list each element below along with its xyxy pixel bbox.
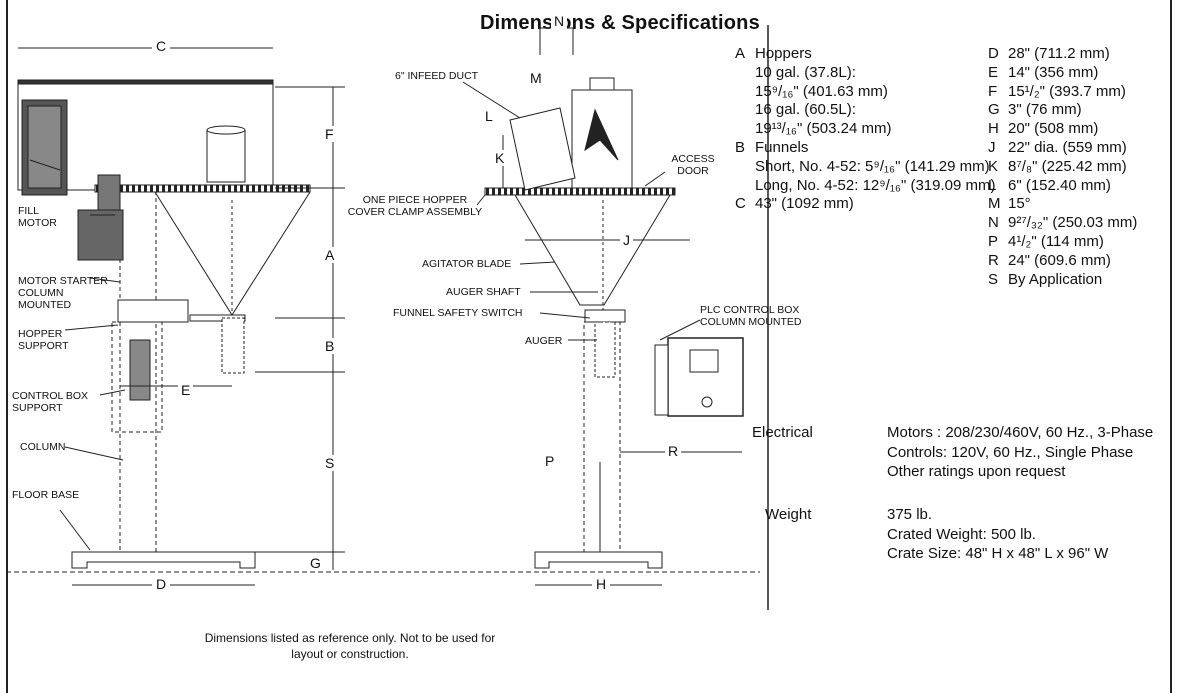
spec-row: 15⁹/₁₆" (401.63 mm): [755, 82, 888, 100]
callout-column: COLUMN: [20, 441, 66, 453]
dim-g: G: [310, 555, 321, 571]
callout-fill-motor: FILL MOTOR: [18, 205, 57, 229]
dim-j: J: [620, 232, 633, 248]
callout-hopper-support: HOPPER SUPPORT: [18, 328, 69, 352]
callout-infeed-duct: 6" INFEED DUCT: [395, 70, 479, 82]
dim-c: C: [152, 38, 171, 54]
weight-line: Crated Weight: 500 lb.: [887, 525, 1036, 543]
dim-f: F: [325, 126, 334, 142]
dim-r: R: [665, 443, 682, 459]
callout-hopper-cover-clamp: ONE PIECE HOPPER COVER CLAMP ASSEMBLY: [347, 194, 483, 218]
weight-line: Crate Size: 48" H x 48" L x 96" W: [887, 545, 1109, 562]
callout-auger-shaft: AUGER SHAFT: [446, 286, 521, 298]
spec-row: 16 gal. (60.5L):: [755, 101, 856, 119]
dim-s: S: [325, 455, 335, 471]
dim-m: M: [530, 70, 542, 86]
weight-details: 375 lb. Crated Weight: 500 lb. Crate Siz…: [887, 505, 1108, 564]
electrical-details: Motors : 208/230/460V, 60 Hz., 3-Phase C…: [887, 423, 1153, 482]
dim-h: H: [592, 576, 611, 592]
spec-row: Short, No. 4-52: 5⁹/₁₆" (141.29 mm): [755, 157, 990, 175]
callout-access-door: ACCESS DOOR: [671, 153, 715, 177]
dim-k: K: [495, 150, 505, 166]
disclaimer-note: Dimensions listed as reference only. Not…: [204, 631, 496, 661]
dim-e: E: [178, 382, 194, 398]
spec-row: 10 gal. (37.8L):: [755, 63, 856, 81]
callout-plc-control-box: PLC CONTROL BOX COLUMN MOUNTED: [700, 304, 802, 328]
callout-funnel-safety-switch: FUNNEL SAFETY SWITCH: [393, 307, 523, 319]
electrical-label: Electrical: [752, 424, 813, 441]
callout-control-box-support: CONTROL BOX SUPPORT: [12, 390, 89, 414]
dim-d: D: [152, 576, 171, 592]
page-frame: [6, 0, 1172, 693]
callout-floor-base: FLOOR BASE: [12, 489, 80, 501]
electrical-line: Other ratings upon request: [887, 463, 1066, 480]
weight-line: 375 lb.: [887, 506, 933, 523]
electrical-line: Controls: 120V, 60 Hz., Single Phase: [887, 443, 1134, 461]
dim-b: B: [325, 338, 335, 354]
weight-label: Weight: [765, 506, 812, 523]
spec-row: Long, No. 4-52: 12⁹/₁₆" (319.09 mm): [755, 176, 996, 194]
dim-p: P: [545, 453, 555, 469]
dim-a: A: [325, 247, 335, 263]
callout-motor-starter: MOTOR STARTER COLUMN MOUNTED: [18, 275, 108, 311]
callout-auger: AUGER: [525, 335, 563, 347]
dim-l: L: [485, 108, 493, 124]
electrical-line: Motors : 208/230/460V, 60 Hz., 3-Phase: [887, 424, 1154, 441]
spec-row: 19¹³/₁₆" (503.24 mm): [755, 120, 892, 138]
callout-agitator-blade: AGITATOR BLADE: [422, 258, 512, 270]
dim-n: N: [551, 13, 568, 29]
